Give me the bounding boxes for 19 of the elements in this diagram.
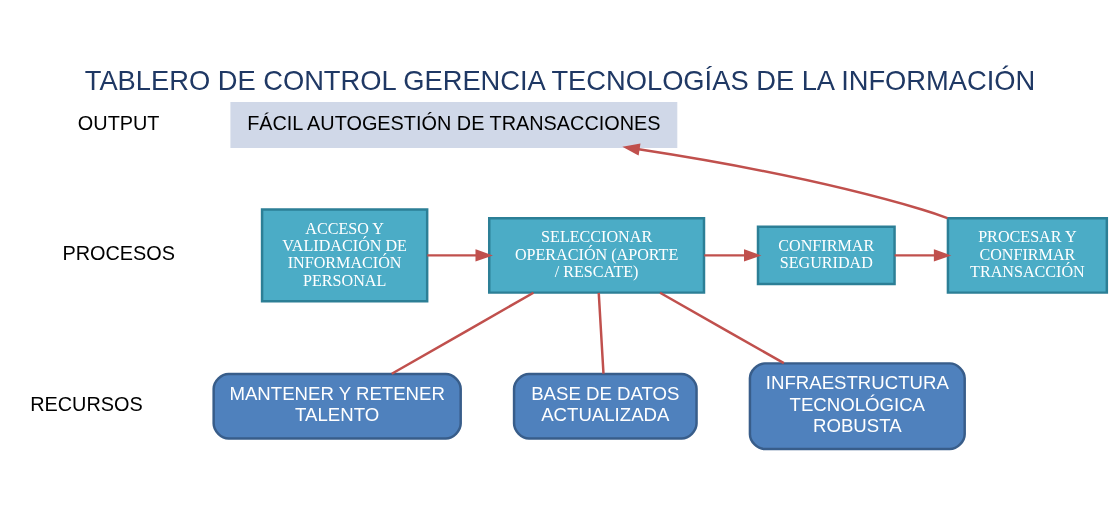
node-box: PROCESAR Y CONFIRMAR TRANSACCIÓN (946, 216, 1109, 294)
label: RECURSOS (30, 392, 143, 415)
connector (391, 291, 535, 375)
node-box: MANTENER Y RETENER TALENTO (212, 372, 462, 440)
diagram-title: TABLERO DE CONTROL GERENCIA TECNOLOGÍAS DE LA INFORMACIÓN (84, 64, 1036, 96)
node-box: ACCESO Y VALIDACIÓN DE INFORMACIÓN PERSONAL (260, 208, 429, 303)
arrow (427, 249, 493, 262)
arrow (622, 143, 948, 220)
node-box: SELECCIONAR OPERACIÓN (APORTE / RESCATE) (488, 216, 706, 294)
node-box: FÁCIL AUTOGESTIÓN DE TRANSACCIONES (230, 102, 678, 148)
arrow (704, 249, 762, 262)
node-box: BASE DE DATOS ACTUALIZADA (512, 372, 698, 440)
connector (659, 291, 785, 365)
node-box: CONFIRMAR SEGURIDAD (756, 225, 896, 286)
connector (597, 292, 605, 374)
label: PROCESOS (62, 242, 175, 265)
label: OUTPUT (77, 111, 160, 134)
arrow (894, 249, 952, 262)
node-box: INFRAESTRUCTURA TECNOLÓGICA ROBUSTA (748, 362, 966, 451)
